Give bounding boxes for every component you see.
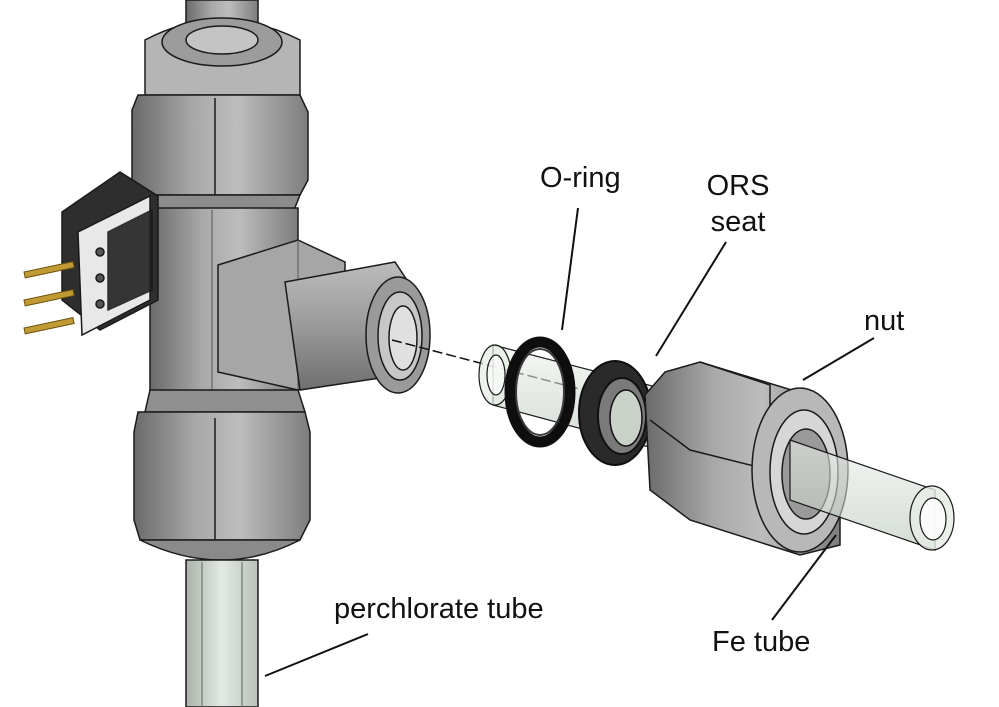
o-ring-shape [504,336,576,448]
label-ors-seat: ORS seat [700,168,776,240]
leader-lines [264,207,875,677]
fe-tube-shape [789,439,955,551]
perchlorate-tube-shape [185,559,259,707]
ors-seat-shape [578,360,652,466]
lower-hex-nut [133,389,311,561]
leader-nut [802,337,875,381]
label-nut: nut [864,305,905,337]
leader-fe-tube [771,534,837,621]
leader-perchlorate-tube [264,633,369,677]
label-ors-seat-line1: ORS [706,170,770,202]
label-o-ring: O-ring [540,162,621,194]
label-perchlorate-tube: perchlorate tube [334,593,544,625]
leader-o-ring [561,207,579,331]
electrical-connector [23,171,159,337]
connector-pins [23,261,75,335]
upper-hex-nut [131,17,309,216]
label-fe-tube: Fe tube [712,626,811,658]
label-ors-seat-line2: seat [710,206,766,238]
leader-ors-seat [655,241,727,357]
tee-body [149,207,431,401]
